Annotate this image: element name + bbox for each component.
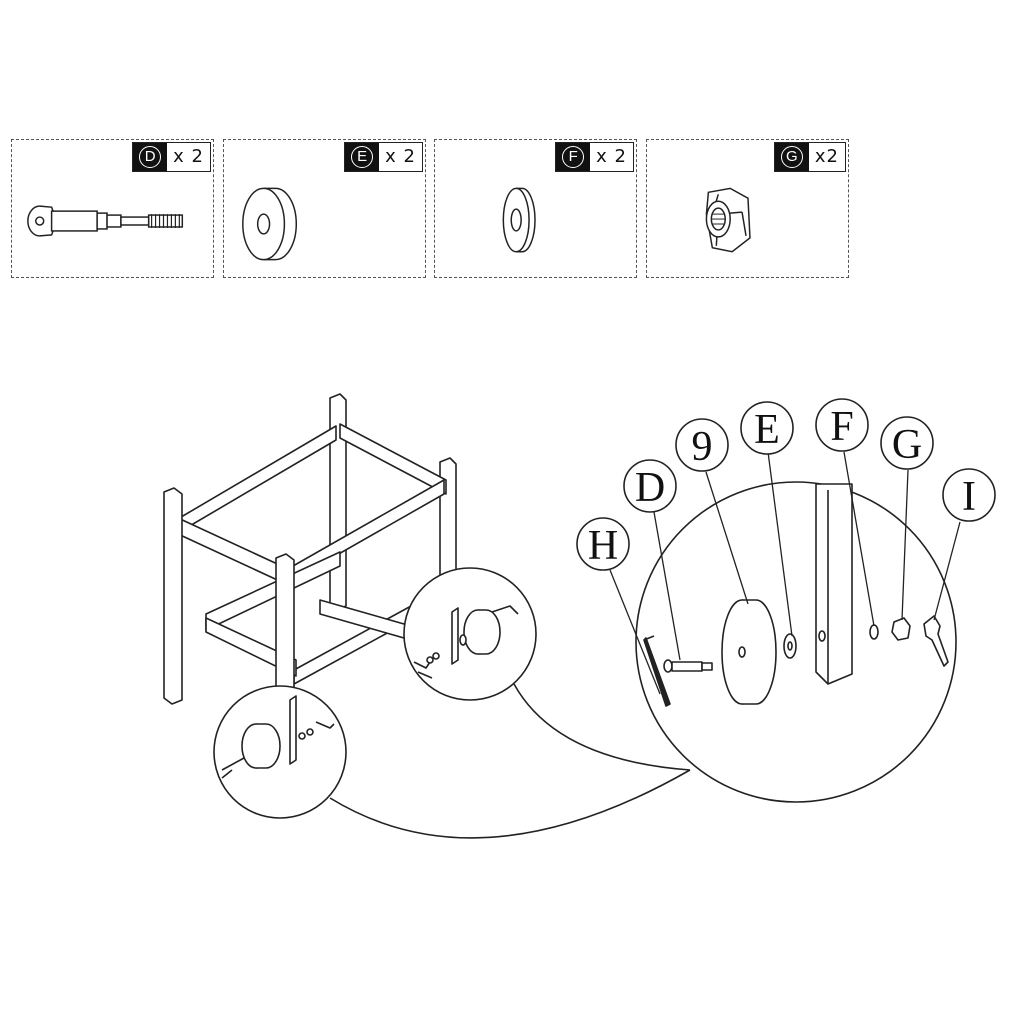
part-quantity: x2 [814, 146, 839, 167]
part-letter: G [780, 146, 803, 168]
washer-icon [502, 187, 536, 253]
callout-i-circle [942, 468, 996, 522]
callout-h-circle [576, 517, 630, 571]
callout-g-circle [880, 416, 934, 470]
part-box-g: G x2 [646, 139, 849, 278]
cart-frame [163, 393, 457, 769]
part-quantity: x 2 [596, 146, 627, 167]
callout-d-circle [623, 459, 677, 513]
callout-9-label: 9 [692, 424, 713, 470]
shoulder-bolt-icon [27, 205, 184, 237]
part-letter: D [139, 146, 162, 168]
callout-f-label: F [830, 404, 853, 450]
callout-i-label: I [962, 474, 976, 520]
part-box-d: D x 2 [11, 139, 214, 278]
part-quantity: x 2 [173, 146, 204, 167]
part-quantity: x 2 [385, 146, 416, 167]
part-letter: E [351, 146, 374, 168]
callout-leaders [609, 451, 961, 695]
callout-h-label: H [588, 523, 618, 569]
callout-e-circle [740, 401, 794, 455]
callout-9-circle [675, 418, 729, 472]
callout-d-label: D [635, 465, 665, 511]
callout-g-label: G [892, 422, 922, 468]
wheel-detail-right [403, 567, 537, 701]
wheel-spacer-icon [242, 187, 297, 261]
hex-nut-icon [705, 187, 751, 253]
callout-f-circle [815, 398, 869, 452]
callout-e-label: E [754, 407, 780, 453]
exploded-detail [635, 481, 957, 803]
parts-list: D x 2 E x 2 [0, 0, 1024, 300]
part-tag-g: G x2 [773, 142, 846, 172]
part-tag-f: F x 2 [555, 142, 634, 172]
part-tag-e: E x 2 [344, 142, 423, 172]
part-letter: F [562, 146, 585, 168]
wheel-detail-left [213, 685, 347, 819]
part-box-e: E x 2 [223, 139, 426, 278]
part-tag-d: D x 2 [132, 142, 211, 172]
part-box-f: F x 2 [434, 139, 637, 278]
